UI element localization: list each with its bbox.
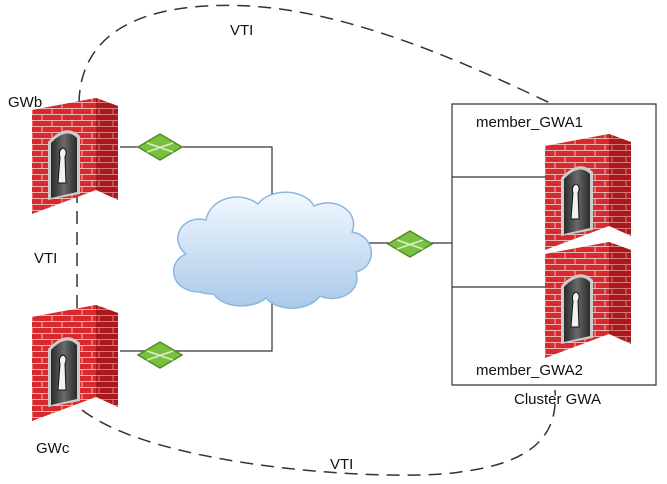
- firewall-icon-gwc: [31, 304, 119, 422]
- label-cluster-gwa: Cluster GWA: [514, 391, 601, 408]
- label-gwb: GWb: [8, 94, 43, 111]
- label-gwc: GWc: [36, 440, 70, 457]
- label-member-gwa2: member_GWA2: [476, 362, 583, 379]
- label-vti-top: VTI: [230, 22, 254, 39]
- label-member-gwa1: member_GWA1: [476, 114, 583, 131]
- cluster-box: [451, 103, 657, 386]
- label-vti-bottom: VTI: [330, 456, 354, 473]
- label-vti-left: VTI: [34, 250, 58, 267]
- switch-icon-gwb: [137, 133, 183, 161]
- vti-tunnel-top: [78, 4, 553, 105]
- internet-cloud-icon: [172, 191, 373, 309]
- firewall-icon-gwb: [31, 97, 119, 215]
- firewall-icon-member-gwa1: [544, 133, 632, 251]
- switch-icon-gwc: [137, 341, 183, 369]
- firewall-icon-member-gwa2: [544, 241, 632, 359]
- vti-tunnel-bottom: [81, 389, 557, 476]
- switch-icon-cluster: [387, 230, 433, 258]
